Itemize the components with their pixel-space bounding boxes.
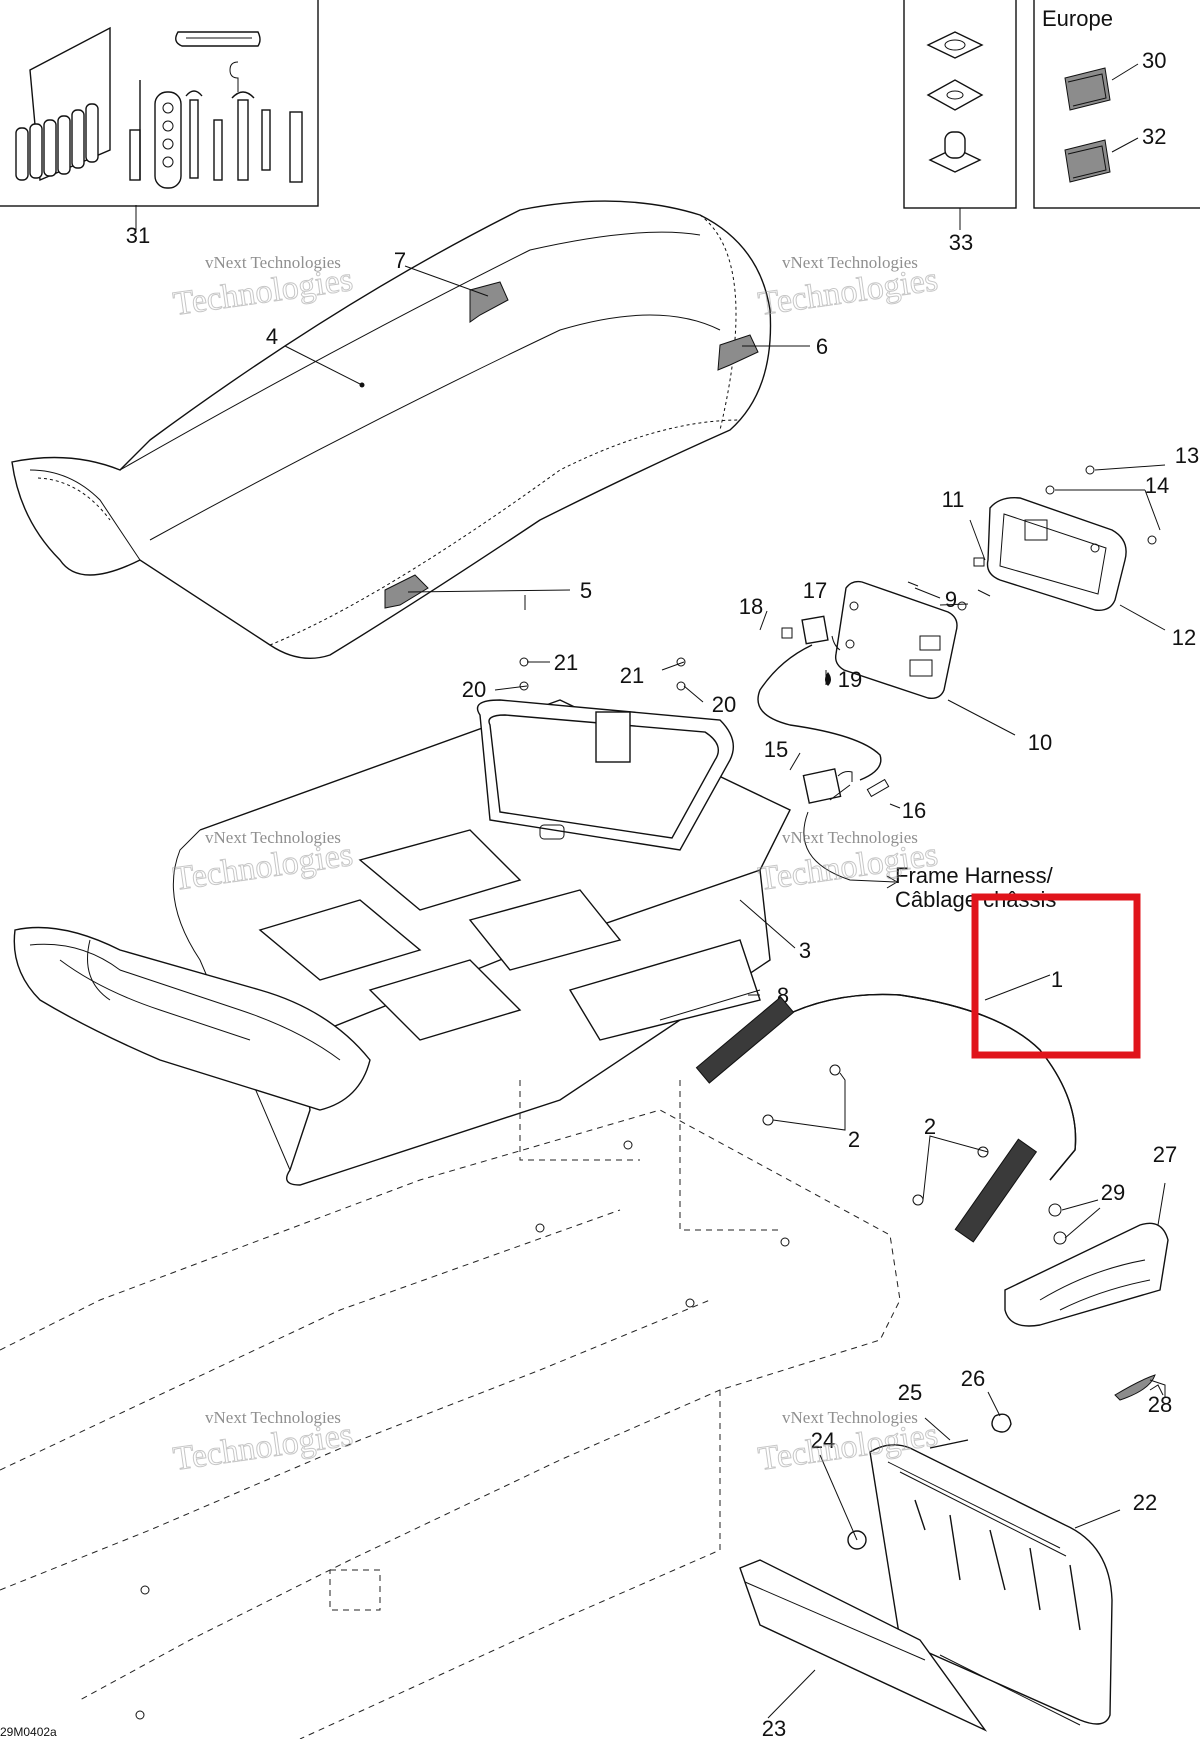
watermark-mid-right: vNext Technologies: [782, 828, 918, 847]
callout-11: 11: [942, 487, 965, 512]
callout-1: 1: [1051, 967, 1063, 992]
callout-21b: 21: [620, 663, 644, 688]
callout-29: 29: [1101, 1180, 1125, 1205]
callout-28-visible: 28: [1148, 1392, 1172, 1417]
callout-12: 12: [1172, 625, 1196, 650]
highlight-box: [971, 893, 1141, 1059]
callout-9: 9: [945, 587, 957, 612]
harness-label-line1: Frame Harness/: [895, 863, 1054, 888]
callout-10-visible: 10: [1028, 730, 1052, 755]
watermark-bottom-right: vNext Technologies: [782, 1408, 918, 1427]
grab-handle: 2 2 1: [695, 967, 1077, 1243]
callout-14: 14: [1145, 473, 1169, 498]
fastener-inset: 33: [903, 0, 1017, 255]
callout-19-visible: 19: [838, 667, 862, 692]
region-label: Europe: [1042, 6, 1113, 31]
diagram-id: 29M0402a: [0, 1725, 57, 1739]
callout-2b: 2: [924, 1114, 936, 1139]
callout-30: 30: [1142, 48, 1166, 73]
callout-7: 7: [394, 248, 406, 273]
watermark-mid-left: vNext Technologies: [205, 828, 341, 847]
callout-22-visible: 22: [1133, 1490, 1157, 1515]
callout-20a: 20: [462, 677, 486, 702]
seat: 4 7 6 5: [11, 200, 828, 660]
taillight-assembly: 13 14 11 12 9 9 10: [834, 443, 1199, 755]
callout-18: 18: [739, 594, 763, 619]
watermark-bottom-left: vNext Technologies: [205, 1408, 341, 1427]
tunnel: [0, 1080, 901, 1739]
callout-21a: 21: [554, 650, 578, 675]
callout-24-visible: 24: [811, 1428, 835, 1453]
callout-26-visible: 26: [961, 1366, 985, 1391]
watermark-top-right: vNext Technologies: [782, 253, 918, 272]
callout-2a: 2: [848, 1127, 860, 1152]
callout-17: 17: [803, 578, 827, 603]
callout-20b: 20: [712, 692, 736, 717]
callout-5: 5: [580, 578, 592, 603]
toolkit-inset: 31: [0, 0, 319, 248]
callout-25-visible: 25: [898, 1380, 922, 1405]
callout-32: 32: [1142, 124, 1166, 149]
seat-base: 21 20 21 20 3 10 8: [172, 595, 811, 1186]
watermark-top-left: vNext Technologies: [205, 253, 341, 272]
callout-15: 15: [764, 737, 788, 762]
callout-6: 6: [816, 334, 828, 359]
callout-4: 4: [266, 324, 278, 349]
callout-16: 16: [902, 798, 926, 823]
callout-13: 13: [1175, 443, 1199, 468]
callout-31: 31: [126, 223, 150, 248]
callout-33: 33: [949, 230, 973, 255]
europe-inset: Europe 30 32: [1033, 0, 1200, 209]
side-panel: [13, 926, 371, 1111]
callout-3: 3: [799, 938, 811, 963]
bumper-cap: 29 27 26 28: [1004, 1142, 1177, 1417]
callout-23-visible: 23: [762, 1716, 786, 1739]
callout-27: 27: [1153, 1142, 1177, 1167]
rear-flap: 22 24 23 25 24 26 21 22 21 23: [739, 1366, 1157, 1739]
